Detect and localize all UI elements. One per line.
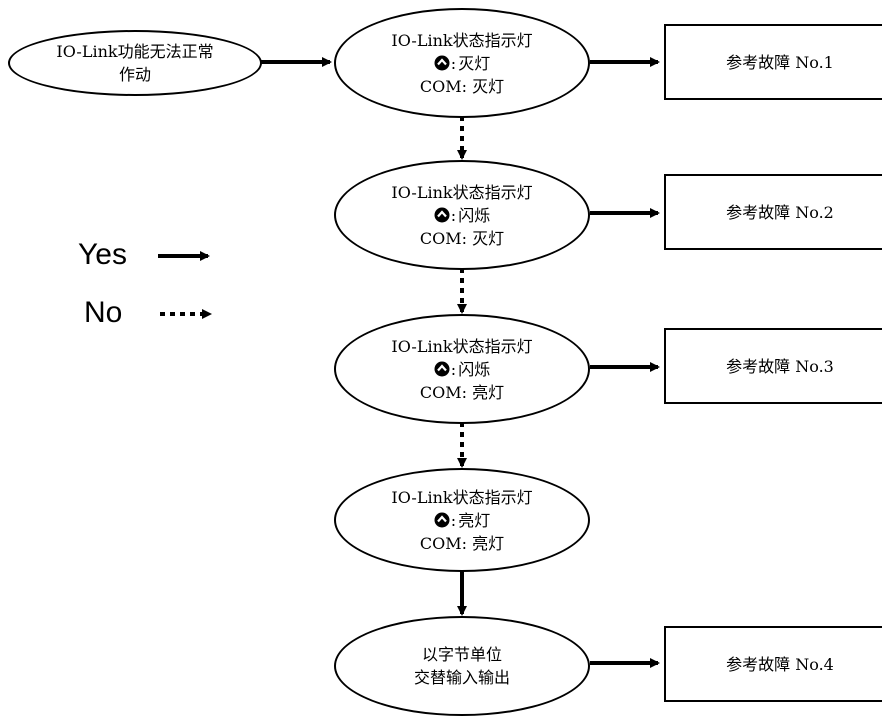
com-label: COM: <box>419 228 468 248</box>
result-box-3: 参考故障 No.3 <box>664 328 882 404</box>
check-title: IO-Link状态指示灯 <box>391 182 533 202</box>
result-box-1: 参考故障 No.1 <box>664 24 882 100</box>
io-link-status-icon <box>434 207 450 222</box>
io-link-status-icon <box>434 512 450 527</box>
start-line-1: IO-Link功能无法正常 <box>56 42 214 61</box>
com-row: COM: 灭灯 <box>420 227 504 250</box>
final-line-2: 交替输入输出 <box>413 668 510 687</box>
result-label: 参考故障 No.2 <box>726 202 834 222</box>
icon-state-value: 灭灯 <box>458 53 491 73</box>
legend-no-label: No <box>84 296 123 329</box>
final-node: 以字节单位 交替输入输出 <box>334 616 590 716</box>
result-box-4: 参考故障 No.4 <box>664 626 882 702</box>
com-state-value: 亮灯 <box>472 382 505 402</box>
start-line-2: 作动 <box>118 65 151 84</box>
legend-yes-label: Yes <box>78 238 127 271</box>
com-state-value: 亮灯 <box>472 533 505 553</box>
check-node-4: IO-Link状态指示灯 :亮灯 COM: 亮灯 <box>334 468 590 572</box>
icon-state-row: :闪烁 <box>434 358 490 381</box>
check-node-1: IO-Link状态指示灯 :灭灯 COM: 灭灯 <box>334 8 590 118</box>
result-label: 参考故障 No.4 <box>726 654 834 674</box>
final-line-1: 以字节单位 <box>421 645 502 664</box>
icon-state-row: :灭灯 <box>434 52 490 75</box>
icon-state-row: :闪烁 <box>434 204 490 227</box>
icon-state-value: 闪烁 <box>458 359 491 379</box>
icon-separator: : <box>450 205 457 225</box>
com-row: COM: 亮灯 <box>420 532 504 555</box>
com-row: COM: 亮灯 <box>420 381 504 404</box>
icon-state-value: 亮灯 <box>458 510 491 530</box>
io-link-status-icon <box>434 55 450 70</box>
icon-separator: : <box>450 53 457 73</box>
check-title: IO-Link状态指示灯 <box>391 487 533 507</box>
check-node-3: IO-Link状态指示灯 :闪烁 COM: 亮灯 <box>334 314 590 424</box>
com-label: COM: <box>419 382 468 402</box>
start-node: IO-Link功能无法正常 作动 <box>8 30 262 96</box>
icon-state-row: :亮灯 <box>434 509 490 532</box>
icon-separator: : <box>450 359 457 379</box>
com-state-value: 灭灯 <box>472 228 505 248</box>
com-label: COM: <box>419 76 468 96</box>
io-link-status-icon <box>434 361 450 376</box>
icon-separator: : <box>450 510 457 530</box>
result-label: 参考故障 No.1 <box>726 52 834 72</box>
com-row: COM: 灭灯 <box>420 75 504 98</box>
result-label: 参考故障 No.3 <box>726 356 834 376</box>
check-title: IO-Link状态指示灯 <box>391 30 533 50</box>
icon-state-value: 闪烁 <box>458 205 491 225</box>
check-title: IO-Link状态指示灯 <box>391 336 533 356</box>
check-node-2: IO-Link状态指示灯 :闪烁 COM: 灭灯 <box>334 160 590 270</box>
com-label: COM: <box>419 533 468 553</box>
com-state-value: 灭灯 <box>472 76 505 96</box>
result-box-2: 参考故障 No.2 <box>664 174 882 250</box>
